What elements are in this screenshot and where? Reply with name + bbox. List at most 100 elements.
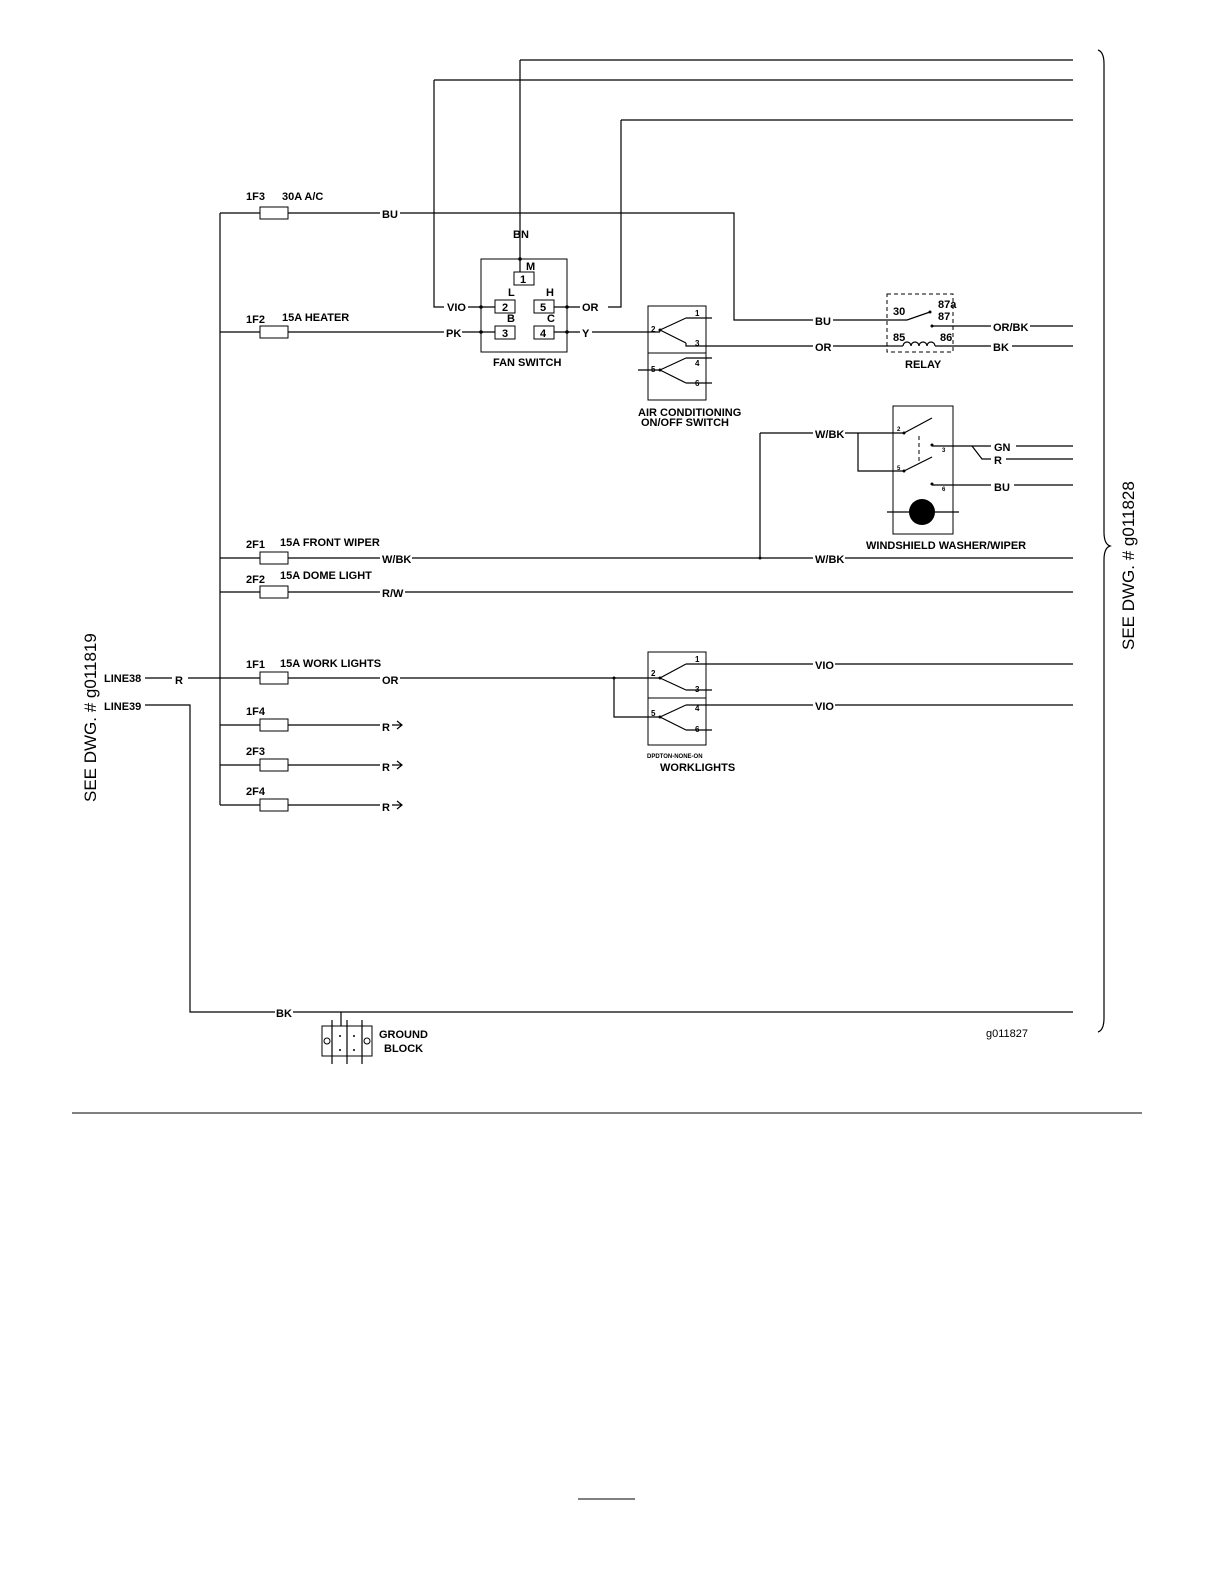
pin-num: 1 <box>695 655 700 664</box>
ac-switch: 1 2 3 4 5 6 AIR CONDITIONING ON/OFF SWIT… <box>638 305 888 429</box>
fuse-2f4 <box>259 798 289 812</box>
ground-block-label: BLOCK <box>384 1043 423 1055</box>
wire-label: BK <box>993 342 1009 354</box>
circuit-heater: PK VIO <box>288 302 495 340</box>
pin-num: 5 <box>897 466 901 472</box>
worklight-switch: 1 2 3 4 5 6 DPDTON-NONE-ON WORKLIGHTS VI… <box>647 651 1073 774</box>
wire-label: PK <box>446 328 461 340</box>
relay-pin: 85 <box>893 332 905 344</box>
terminal-num: 5 <box>540 302 546 314</box>
wire-label: W/BK <box>815 429 844 441</box>
washer-switch-label: WINDSHIELD WASHER/WIPER <box>866 540 1026 552</box>
wire-label: R <box>382 802 390 814</box>
wire-label: GN <box>994 442 1011 454</box>
fan-switch-label: FAN SWITCH <box>493 357 561 369</box>
pin-num: 4 <box>695 704 700 713</box>
wire-label: R <box>175 675 183 687</box>
terminal-letter: M <box>526 261 535 273</box>
circuit-worklights: OR <box>288 675 660 718</box>
top-feed-lines <box>433 59 1073 308</box>
wire-label: OR <box>582 302 599 314</box>
terminal-num: 3 <box>502 328 508 340</box>
terminal-num: 4 <box>540 328 547 340</box>
drawing-id: g011827 <box>986 1028 1028 1040</box>
line39-label: LINE39 <box>104 701 141 713</box>
worklight-switch-label: WORKLIGHTS <box>660 762 735 774</box>
wire-label: W/BK <box>815 554 844 566</box>
relay-label: RELAY <box>905 359 942 371</box>
fuse-labels: 1F3 30A A/C 1F2 15A HEATER 2F1 15A FRONT… <box>246 191 381 798</box>
pin-num: 5 <box>651 709 656 718</box>
wire-label: R <box>382 762 390 774</box>
fuse-2f2 <box>259 585 289 599</box>
wire-label: Y <box>582 328 590 340</box>
wire-label: BU <box>815 316 831 328</box>
line38-label: LINE38 <box>104 673 141 685</box>
fuse-id: 2F1 <box>246 539 265 551</box>
fuse-id: 2F3 <box>246 746 265 758</box>
fuse-rating: 15A FRONT WIPER <box>280 537 380 549</box>
pin-num: 3 <box>695 685 700 694</box>
ground-block: GROUND BLOCK <box>321 1012 428 1064</box>
pin-num: 4 <box>695 359 700 368</box>
pin-num: 2 <box>651 325 656 334</box>
spare-circuits: R R R <box>288 720 403 814</box>
fan-switch: BN 1 M L 2 H 5 B 3 C 4 OR Y FAN SWITCH <box>479 229 660 369</box>
terminal-letter: B <box>507 313 515 325</box>
wire-label: VIO <box>815 660 834 672</box>
wire-label: BK <box>276 1008 292 1020</box>
wire-label: OR <box>382 675 399 687</box>
wire-label: R <box>994 455 1002 467</box>
fuse-bodies <box>259 206 289 812</box>
wire-label: BU <box>382 209 398 221</box>
wire-label: BN <box>513 229 529 241</box>
pin-num: 6 <box>695 725 700 734</box>
relay-pin: 30 <box>893 306 905 318</box>
fuse-id: 2F4 <box>246 786 266 798</box>
relay-pin: 87a <box>938 299 957 311</box>
fuse-bus <box>219 212 260 806</box>
worklight-switch-type: DPDTON-NONE-ON <box>647 754 703 760</box>
left-drawing-reference: SEE DWG. # g011819 <box>81 633 100 802</box>
terminal-letter: H <box>546 287 554 299</box>
wire-label: OR <box>815 342 832 354</box>
fuse-rating: 30A A/C <box>282 191 323 203</box>
fuse-id: 2F2 <box>246 574 265 586</box>
wire-label: VIO <box>447 302 466 314</box>
input-lines: LINE38 LINE39 R BK <box>104 673 1073 1020</box>
fuse-id: 1F2 <box>246 314 265 326</box>
fuse-1f1 <box>259 671 289 685</box>
pin-num: 3 <box>942 448 946 454</box>
fuse-id: 1F4 <box>246 706 266 718</box>
fuse-1f2 <box>259 325 289 339</box>
fuse-rating: 15A HEATER <box>282 312 349 324</box>
wire-label: W/BK <box>382 554 411 566</box>
circuit-ac-feed: BU BU <box>288 209 888 328</box>
fuse-1f4 <box>259 718 289 732</box>
terminal-letter: L <box>508 287 515 299</box>
ac-switch-label: ON/OFF SWITCH <box>641 417 729 429</box>
wire-label: R <box>382 722 390 734</box>
fuse-1f3 <box>259 206 289 220</box>
right-brace <box>1097 49 1112 1033</box>
wire-label: BU <box>994 482 1010 494</box>
terminal-num: 2 <box>502 302 508 314</box>
pin-num: 2 <box>897 427 901 433</box>
pin-num: 6 <box>942 487 946 493</box>
fuse-2f1 <box>259 551 289 565</box>
right-drawing-reference: SEE DWG. # g011828 <box>1119 481 1138 650</box>
relay-pin: 87 <box>938 311 950 323</box>
pin-num: 6 <box>695 379 700 388</box>
wire-label: VIO <box>815 701 834 713</box>
fuse-id: 1F3 <box>246 191 265 203</box>
washer-wiper-switch: W/BK 2 3 5 6 GN R BU WINDSHIELD WASHER/W… <box>760 405 1073 552</box>
fuse-rating: 15A DOME LIGHT <box>280 570 372 582</box>
wire-label: OR/BK <box>993 322 1029 334</box>
relay-pin: 86 <box>940 332 952 344</box>
fuse-2f3 <box>259 758 289 772</box>
terminal-num: 1 <box>520 274 526 286</box>
pin-num: 3 <box>695 339 700 348</box>
fuse-rating: 15A WORK LIGHTS <box>280 658 381 670</box>
relay: 30 87a 87 85 86 RELAY OR/BK BK <box>886 293 1073 371</box>
